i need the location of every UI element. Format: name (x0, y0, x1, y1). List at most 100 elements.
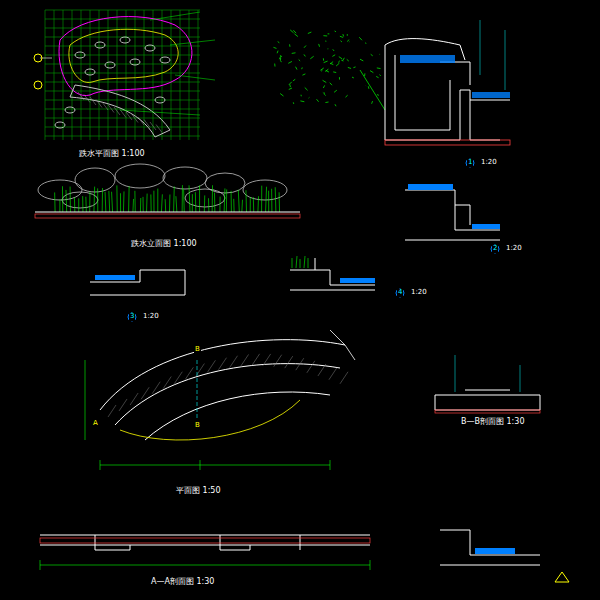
grass-blade (214, 193, 215, 212)
grass-blade (161, 194, 163, 212)
grass-blade (192, 194, 193, 212)
grass-blade (165, 199, 167, 212)
grass-blade (120, 193, 121, 212)
pond-edge (120, 400, 300, 440)
hatch-line (285, 356, 293, 368)
base-layer (35, 214, 300, 218)
axis-marker (34, 54, 42, 62)
grass-blade (132, 199, 134, 212)
leaf (290, 30, 293, 33)
detail-marker (491, 245, 499, 253)
grass-blade (146, 194, 148, 212)
grass-symbol (292, 256, 308, 268)
leaf (289, 44, 290, 46)
leaf (300, 100, 304, 102)
rock (155, 97, 165, 103)
grid-line (144, 10, 145, 140)
leaf (338, 61, 340, 63)
leaf (371, 54, 373, 56)
leaf (376, 76, 378, 77)
leaf (304, 54, 305, 56)
grid-line (45, 127, 200, 128)
leaf (280, 93, 283, 96)
hatch-line (163, 377, 171, 389)
leaf (345, 95, 347, 97)
grid-line (45, 28, 200, 29)
ground-line (35, 212, 300, 213)
grid-line (45, 73, 200, 74)
grass-blade (89, 191, 90, 212)
grid-line (189, 10, 190, 140)
base-layer (40, 538, 370, 543)
section-detail (385, 39, 510, 140)
rock (85, 69, 95, 75)
grass-blade (82, 196, 83, 212)
leaf (277, 51, 279, 54)
grid-line (171, 10, 172, 140)
grid-line (45, 55, 200, 56)
hatch-line (132, 115, 138, 123)
hatch-line (207, 360, 215, 372)
leaf (341, 41, 342, 42)
grass-blade (224, 188, 226, 212)
hatch-line (185, 367, 193, 379)
grid-line (45, 19, 200, 20)
leaf (377, 67, 381, 69)
section-detail (405, 190, 500, 240)
grass-blade (78, 198, 79, 212)
hatch-line (130, 393, 138, 405)
leaf (293, 102, 294, 104)
section-detail (40, 535, 370, 550)
leaf (274, 64, 275, 67)
hatch-line (307, 361, 315, 373)
grid-line (45, 64, 200, 65)
grid-line (54, 10, 55, 140)
grid-line (198, 10, 199, 140)
grid-line (45, 100, 200, 101)
water-fill (475, 548, 515, 554)
leaf (323, 80, 327, 82)
section-detail (440, 530, 540, 565)
rock (243, 180, 287, 200)
leaf (301, 67, 303, 69)
grid-line (180, 10, 181, 140)
leaf (336, 63, 339, 66)
leaf (347, 34, 348, 36)
hatch-line (84, 95, 90, 103)
drawing-label: 4 (397, 289, 403, 297)
grass-blade (102, 188, 103, 212)
grass-blade (65, 190, 67, 212)
hatch-line (296, 358, 304, 370)
grass-blade (153, 191, 154, 212)
leaf (330, 62, 333, 64)
grass-blade (233, 199, 234, 212)
hatch-line (174, 372, 182, 384)
section-detail (435, 390, 540, 410)
grass-blade (123, 191, 125, 212)
grass-blade (150, 194, 151, 212)
leaf (379, 54, 380, 55)
leaf (359, 37, 362, 40)
leaf (323, 35, 327, 36)
leaf (379, 74, 380, 76)
path-hatch (78, 92, 162, 133)
grass-blade (173, 186, 175, 212)
grass-blade (268, 191, 269, 212)
drawing-label: 1 (467, 159, 473, 167)
leaf (305, 87, 308, 90)
water-fill (340, 278, 375, 283)
leaf (348, 67, 351, 68)
leaf (353, 66, 355, 68)
tree-illustration (273, 30, 385, 110)
grass-blade (204, 195, 205, 212)
grass-blade (250, 197, 251, 212)
drawing-label: 1:20 (480, 159, 498, 167)
detail-marker (128, 313, 136, 321)
leaf (289, 88, 292, 89)
leaf (324, 61, 328, 63)
water-fill (400, 55, 455, 63)
leaf (278, 42, 280, 43)
branch (360, 70, 385, 110)
grass-blade (231, 191, 232, 212)
